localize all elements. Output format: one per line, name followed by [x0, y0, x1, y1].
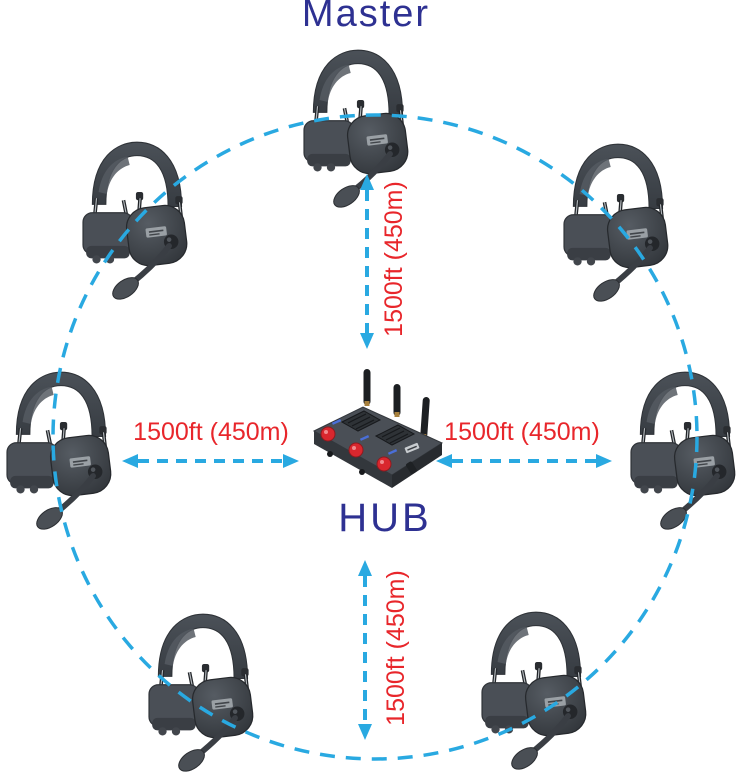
headset-icon	[630, 368, 742, 534]
headset-upper-right	[563, 140, 675, 306]
headset-middle-right	[630, 368, 742, 534]
range-arrow-left-hub	[122, 454, 299, 468]
range-label-master-hub: 1500ft (450m)	[380, 181, 408, 337]
range-label-left-hub: 1500ft (450m)	[133, 418, 289, 446]
headset-upper-left	[82, 138, 194, 304]
master-label: Master	[301, 0, 431, 35]
headset-middle-left	[6, 368, 118, 534]
range-label-bottom-hub: 1500ft (450m)	[382, 570, 410, 726]
range-label-right-hub: 1500ft (450m)	[444, 418, 600, 446]
headset-icon	[481, 608, 593, 774]
headset-icon	[82, 138, 194, 304]
headset-icon	[563, 140, 675, 306]
range-arrow-bottom-hub	[358, 560, 372, 740]
headset-lower-right	[481, 608, 593, 774]
range-arrow-right-hub	[436, 454, 612, 468]
headset-lower-left	[148, 610, 260, 776]
headset-icon	[6, 368, 118, 534]
headset-icon	[148, 610, 260, 776]
hub-label: HUB	[338, 496, 432, 540]
